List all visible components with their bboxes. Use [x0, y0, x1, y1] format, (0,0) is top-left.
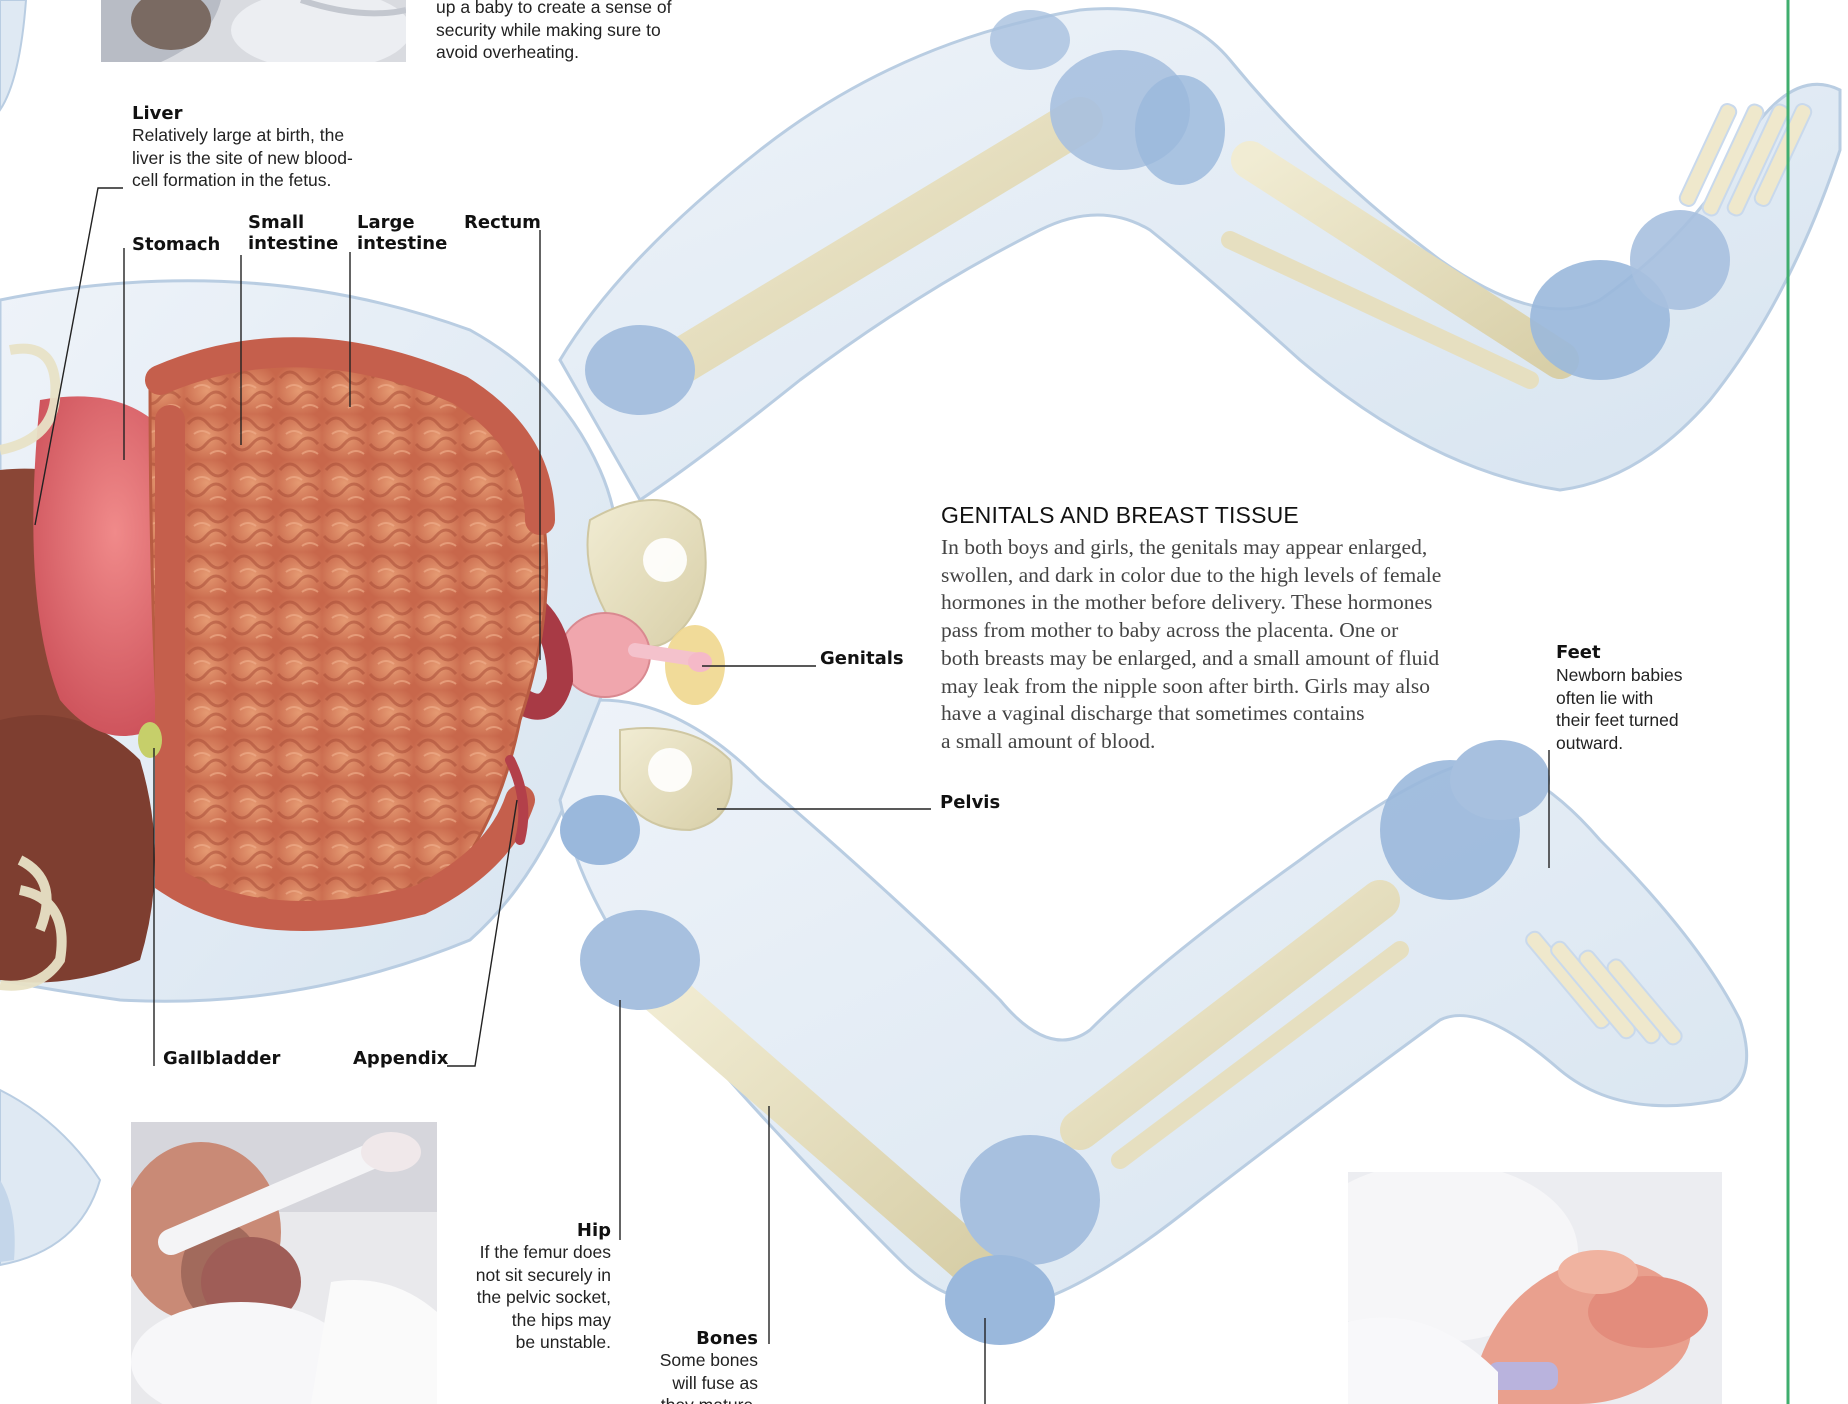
- hip-description: If the femur does not sit securely in th…: [440, 1241, 611, 1354]
- section-body-line: pass from mother to baby across the plac…: [941, 617, 1441, 645]
- hip-description-line: not sit securely in: [440, 1264, 611, 1287]
- baby-feet-photo: [1348, 1172, 1722, 1404]
- small-intestine-label: Small intestine: [248, 212, 338, 254]
- liver-description-line: cell formation in the fetus.: [132, 169, 353, 192]
- intro-caption-line: security while making sure to: [436, 19, 671, 42]
- feet-label: Feet: [1556, 642, 1601, 663]
- intro-caption-line: up a baby to create a sense of: [436, 0, 671, 19]
- genitals-label: Genitals: [820, 648, 904, 669]
- hip-description-line: the pelvic socket,: [440, 1286, 611, 1309]
- bones-label: Bones: [630, 1328, 758, 1349]
- feet-description-line: outward.: [1556, 732, 1682, 755]
- section-body: In both boys and girls, the genitals may…: [941, 534, 1441, 756]
- rectum-label: Rectum: [464, 212, 541, 233]
- feet-description-line: their feet turned: [1556, 709, 1682, 732]
- large-intestine-label-line: intestine: [357, 233, 447, 254]
- small-intestine-label-line: Small: [248, 212, 338, 233]
- hip-description-line: be unstable.: [440, 1331, 611, 1354]
- bones-description: Some bones will fuse as they mature.: [630, 1349, 758, 1404]
- appendix-label: Appendix: [353, 1048, 448, 1069]
- section-body-line: In both boys and girls, the genitals may…: [941, 534, 1441, 562]
- bones-description-line: Some bones: [630, 1349, 758, 1372]
- section-body-line: hormones in the mother before delivery. …: [941, 589, 1441, 617]
- liver-description-line: liver is the site of new blood-: [132, 147, 353, 170]
- section-body-line: swollen, and dark in color due to the hi…: [941, 562, 1441, 590]
- hip-description-line: the hips may: [440, 1309, 611, 1332]
- large-intestine-label: Large intestine: [357, 212, 447, 254]
- umbilical-cord-photo: [131, 1122, 437, 1404]
- bones-description-line: will fuse as: [630, 1372, 758, 1395]
- small-intestine-label-line: intestine: [248, 233, 338, 254]
- bones-description-line: they mature.: [630, 1394, 758, 1404]
- gallbladder-label: Gallbladder: [163, 1048, 280, 1069]
- hip-label: Hip: [440, 1220, 611, 1241]
- hip-description-line: If the femur does: [440, 1241, 611, 1264]
- section-body-line: a small amount of blood.: [941, 728, 1441, 756]
- intro-caption: up a baby to create a sense of security …: [436, 0, 671, 64]
- feet-description: Newborn babies often lie with their feet…: [1556, 664, 1682, 754]
- pelvis-label: Pelvis: [940, 792, 1000, 813]
- liver-label: Liver: [132, 103, 182, 124]
- feet-description-line: often lie with: [1556, 687, 1682, 710]
- feet-description-line: Newborn babies: [1556, 664, 1682, 687]
- section-body-line: may leak from the nipple soon after birt…: [941, 673, 1441, 701]
- liver-description: Relatively large at birth, the liver is …: [132, 124, 353, 192]
- section-body-line: both breasts may be enlarged, and a smal…: [941, 645, 1441, 673]
- section-heading: GENITALS AND BREAST TISSUE: [941, 502, 1299, 529]
- intro-caption-line: avoid overheating.: [436, 41, 671, 64]
- liver-description-line: Relatively large at birth, the: [132, 124, 353, 147]
- section-body-line: have a vaginal discharge that sometimes …: [941, 700, 1441, 728]
- swaddled-baby-photo: [101, 0, 406, 62]
- stomach-label: Stomach: [132, 234, 220, 255]
- large-intestine-label-line: Large: [357, 212, 447, 233]
